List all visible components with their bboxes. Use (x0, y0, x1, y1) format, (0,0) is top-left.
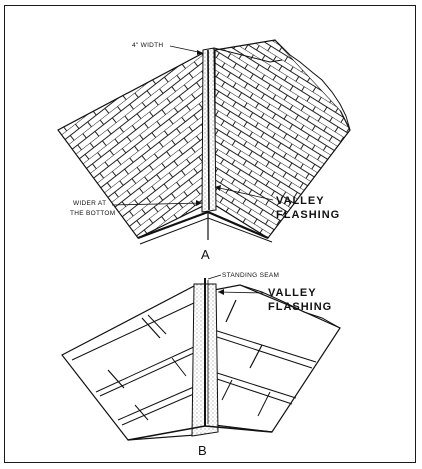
figure-b-labels: STANDING SEAM VALLEY FLASHING B (198, 272, 332, 458)
bottom-note-line2: THE BOTTOM (70, 210, 116, 217)
width-note: 4" WIDTH (132, 42, 163, 49)
figure-b-drawing (61, 278, 341, 441)
a-flashing-leader (214, 186, 274, 201)
bottom-note-line1: WIDER AT (73, 200, 106, 207)
figure-a-labels: 4" WIDTH WIDER AT THE BOTTOM VALLEY FLAS… (70, 42, 340, 262)
figure-a-drawing (57, 30, 360, 245)
bottom-leader (111, 202, 203, 206)
a-flashing-line2: FLASHING (276, 209, 340, 221)
a-flashing-line1: VALLEY (276, 195, 325, 207)
b-flashing-leader (217, 291, 265, 294)
figure-b-label: B (198, 443, 207, 458)
seam-leader (207, 274, 222, 280)
seam-note: STANDING SEAM (222, 272, 279, 279)
figure-a-label: A (201, 247, 210, 262)
b-flashing-line2: FLASHING (268, 301, 332, 313)
b-flashing-line1: VALLEY (268, 287, 317, 299)
